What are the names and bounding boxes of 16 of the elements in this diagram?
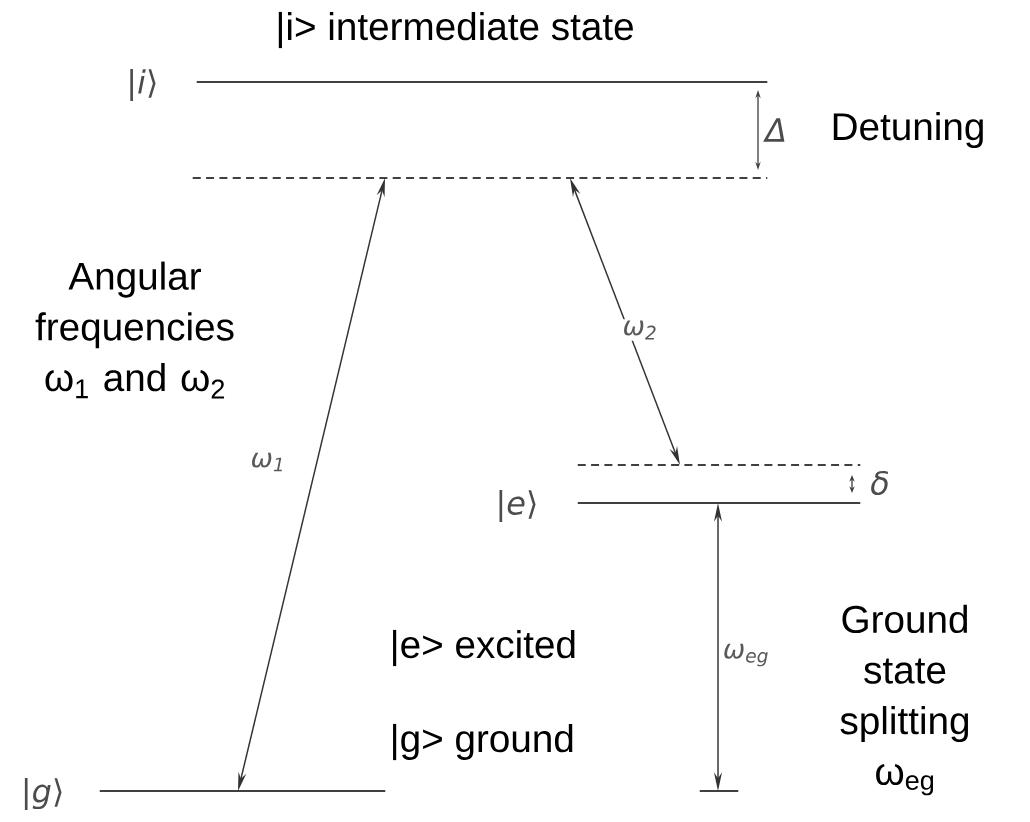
symbol-label: δ xyxy=(871,470,889,496)
annotation-text: Detuning xyxy=(833,112,983,149)
edge-label: ω$_{eg}$ xyxy=(721,642,771,668)
ket-label: |g⟩ xyxy=(24,778,62,810)
annotation-text: Angular frequencies ω$_{1}$ and ω$_{2}$ xyxy=(35,261,234,399)
edge-label: ω$_{2}$ xyxy=(621,319,659,341)
annotation-text: Ground state splitting ω$_{eg}$ xyxy=(840,604,969,796)
annotation-text: |g> ground xyxy=(393,723,573,761)
energy-level-line xyxy=(576,464,862,466)
symbol-label: Δ xyxy=(763,118,785,142)
edge-label: ω$_{1}$ xyxy=(249,451,287,473)
energy-level-line xyxy=(698,790,740,792)
energy-level-line xyxy=(191,177,769,179)
ket-label: |i⟩ xyxy=(130,69,156,101)
ket-label: |e⟩ xyxy=(499,490,536,522)
annotation-text: |e> excited xyxy=(393,629,575,667)
